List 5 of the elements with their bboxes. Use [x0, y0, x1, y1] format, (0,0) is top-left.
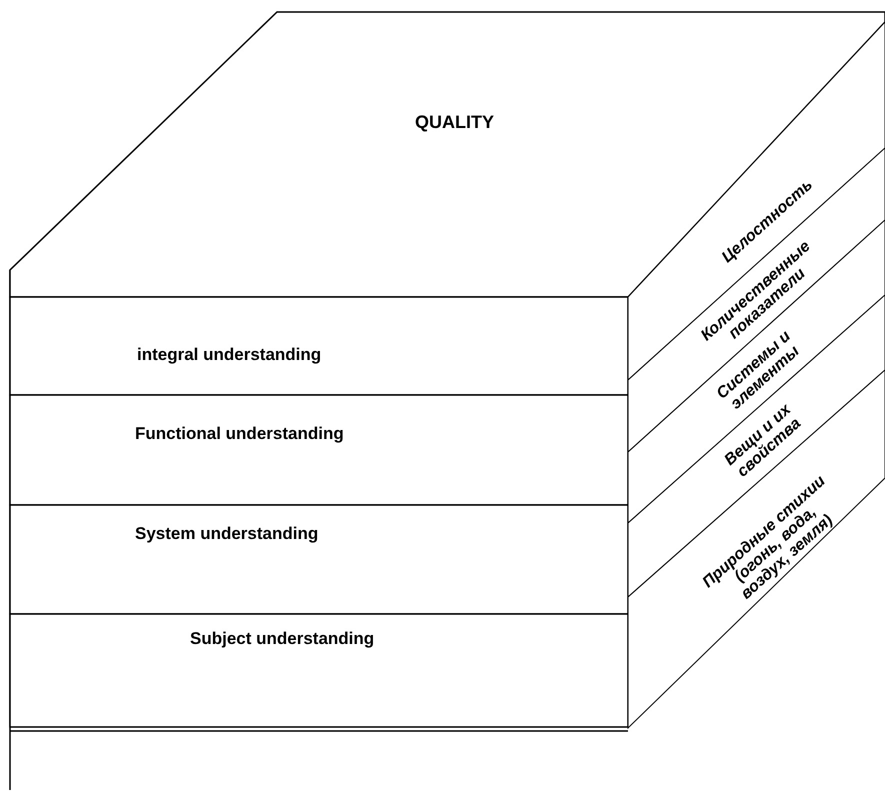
layer-label: Subject understanding: [190, 629, 374, 649]
layer-label: Functional understanding: [135, 424, 344, 444]
layer-label: System understanding: [135, 524, 318, 544]
layer-label: integral understanding: [137, 345, 322, 365]
quality-label: QUALITY: [415, 112, 494, 133]
